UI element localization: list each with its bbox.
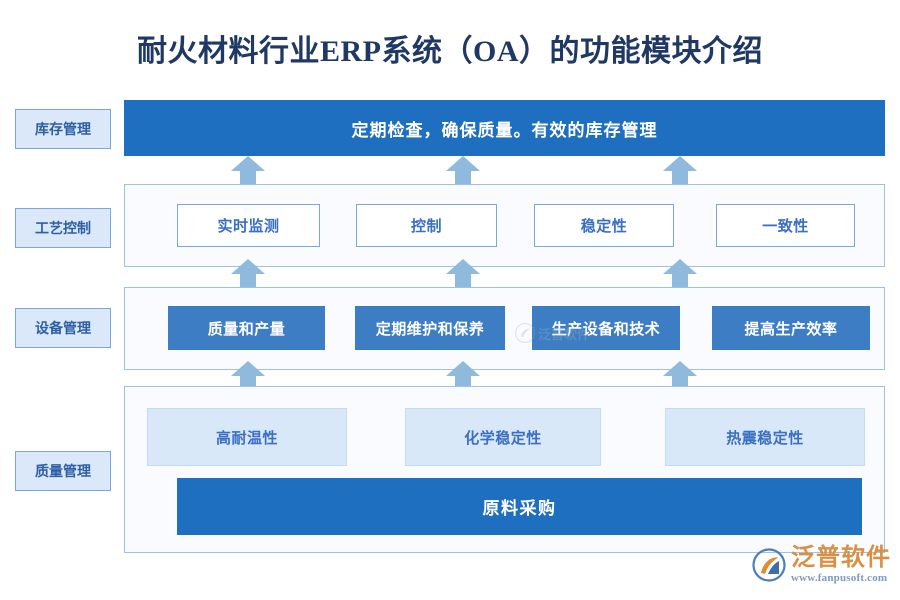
process-item-0-label: 实时监测 bbox=[217, 219, 280, 235]
process-item-0[interactable]: 实时监测 bbox=[177, 204, 320, 247]
process-item-1[interactable]: 控制 bbox=[356, 204, 497, 247]
category-label-equipment: 设备管理 bbox=[15, 308, 111, 348]
category-label-quality: 质量管理 bbox=[15, 451, 111, 491]
process-item-2[interactable]: 稳定性 bbox=[534, 204, 674, 247]
equipment-item-2-label: 生产设备和技术 bbox=[551, 321, 661, 338]
brand-text: 泛普软件 www.fanpusoft.com bbox=[791, 546, 891, 584]
equipment-item-0[interactable]: 质量和产量 bbox=[168, 306, 325, 350]
quality-item-1[interactable]: 化学稳定性 bbox=[405, 408, 601, 466]
brand-logo: 泛普软件 www.fanpusoft.com bbox=[752, 546, 891, 584]
arrow-up-icon bbox=[446, 361, 480, 389]
category-label-inventory: 库存管理 bbox=[15, 109, 111, 149]
category-label-quality-text: 质量管理 bbox=[35, 465, 91, 480]
inventory-banner-text: 定期检查，确保质量。有效的库存管理 bbox=[351, 120, 658, 140]
equipment-item-0-label: 质量和产量 bbox=[207, 321, 286, 338]
quality-item-0[interactable]: 高耐温性 bbox=[147, 408, 347, 466]
fanpu-logo-icon bbox=[752, 548, 786, 582]
equipment-item-2[interactable]: 生产设备和技术 bbox=[532, 306, 680, 350]
quality-footer-bar[interactable]: 原料采购 bbox=[177, 478, 862, 535]
arrow-up-icon bbox=[231, 259, 265, 287]
category-label-inventory-text: 库存管理 bbox=[35, 123, 91, 138]
brand-name: 泛普软件 bbox=[791, 545, 891, 571]
quality-footer-bar-label: 原料采购 bbox=[482, 499, 557, 518]
process-item-3-label: 一致性 bbox=[762, 219, 809, 235]
arrow-up-icon bbox=[446, 259, 480, 287]
equipment-item-1[interactable]: 定期维护和保养 bbox=[355, 306, 505, 350]
equipment-item-3[interactable]: 提高生产效率 bbox=[712, 306, 870, 350]
quality-item-2-label: 热震稳定性 bbox=[726, 430, 804, 447]
brand-url: www.fanpusoft.com bbox=[791, 572, 888, 584]
inventory-banner: 定期检查，确保质量。有效的库存管理 bbox=[124, 100, 885, 156]
category-label-equipment-text: 设备管理 bbox=[35, 322, 91, 337]
quality-item-0-label: 高耐温性 bbox=[215, 430, 278, 447]
process-item-1-label: 控制 bbox=[410, 219, 442, 235]
arrow-up-icon bbox=[446, 156, 480, 184]
arrow-up-icon bbox=[663, 156, 697, 184]
process-item-2-label: 稳定性 bbox=[580, 219, 628, 235]
arrow-up-icon bbox=[231, 156, 265, 184]
arrow-up-icon bbox=[663, 361, 697, 389]
arrow-up-icon bbox=[231, 361, 265, 389]
equipment-item-3-label: 提高生产效率 bbox=[744, 321, 838, 338]
process-item-3[interactable]: 一致性 bbox=[716, 204, 855, 247]
quality-item-1-label: 化学稳定性 bbox=[464, 430, 542, 447]
category-label-process-text: 工艺控制 bbox=[35, 222, 91, 237]
page-title: 耐火材料行业ERP系统（OA）的功能模块介绍 bbox=[137, 35, 763, 68]
arrow-up-icon bbox=[663, 259, 697, 287]
equipment-item-1-label: 定期维护和保养 bbox=[375, 321, 485, 338]
category-label-process: 工艺控制 bbox=[15, 208, 111, 248]
quality-item-2[interactable]: 热震稳定性 bbox=[665, 408, 865, 466]
